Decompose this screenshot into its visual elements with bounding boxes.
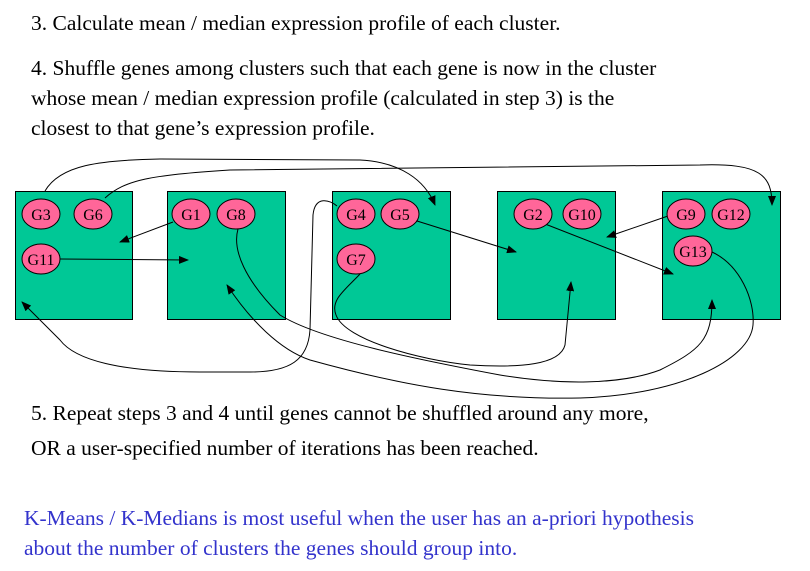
svg-text:G7: G7 xyxy=(346,252,366,269)
gene-g6: G6 xyxy=(73,198,113,230)
gene-g10: G10 xyxy=(562,198,602,230)
step-5-line-2: OR a user-specified number of iterations… xyxy=(31,436,539,460)
step-4-line-3: closest to that gene’s expression profil… xyxy=(31,116,375,140)
step-5-line-1: 5. Repeat steps 3 and 4 until genes cann… xyxy=(31,401,649,425)
arrow-g6-to-cluster-5 xyxy=(104,164,776,206)
svg-text:G8: G8 xyxy=(226,207,246,224)
gene-g5: G5 xyxy=(380,198,420,230)
svg-text:G4: G4 xyxy=(346,207,366,224)
gene-g9: G9 xyxy=(666,198,706,230)
arrow-g3-to-cluster-3 xyxy=(44,158,436,206)
gene-g13: G13 xyxy=(673,235,713,267)
arrow-g7-to-cluster-4 xyxy=(334,273,575,367)
step-4-line-2: whose mean / median expression profile (… xyxy=(31,86,615,110)
svg-text:G5: G5 xyxy=(390,207,410,224)
arrow-g8-to-cluster-5 xyxy=(236,228,716,383)
gene-g4: G4 xyxy=(336,198,376,230)
svg-text:G9: G9 xyxy=(676,207,696,224)
svg-text:G10: G10 xyxy=(568,207,596,224)
arrow-g4-to-cluster-1 xyxy=(21,200,338,373)
arrow-g1-to-cluster-1 xyxy=(119,221,174,243)
step-4-line-1: 4. Shuffle genes among clusters such tha… xyxy=(31,56,657,80)
gene-g8: G8 xyxy=(216,198,256,230)
svg-text:G11: G11 xyxy=(28,252,55,269)
svg-text:G12: G12 xyxy=(717,207,745,224)
svg-text:G1: G1 xyxy=(181,207,201,224)
gene-g3: G3 xyxy=(21,198,61,230)
svg-text:G13: G13 xyxy=(679,244,707,261)
arrow-g2-to-cluster-5 xyxy=(539,221,674,275)
gene-g2: G2 xyxy=(513,198,553,230)
gene-g1: G1 xyxy=(171,198,211,230)
gene-g7: G7 xyxy=(336,243,376,275)
svg-text:G2: G2 xyxy=(523,207,543,224)
arrow-g9-to-cluster-4 xyxy=(606,215,669,238)
note-line-1: K-Means / K-Medians is most useful when … xyxy=(24,506,694,530)
step-3-text: 3. Calculate mean / median expression pr… xyxy=(31,11,561,35)
arrow-g11-to-cluster-2 xyxy=(59,255,189,264)
svg-text:G3: G3 xyxy=(31,207,51,224)
arrow-g5-to-cluster-4 xyxy=(416,220,517,254)
arrow-g13-to-cluster-2 xyxy=(226,251,754,399)
gene-g12: G12 xyxy=(711,198,751,230)
svg-text:G6: G6 xyxy=(83,207,103,224)
gene-g11: G11 xyxy=(21,243,61,275)
note-line-2: about the number of clusters the genes s… xyxy=(24,536,518,560)
